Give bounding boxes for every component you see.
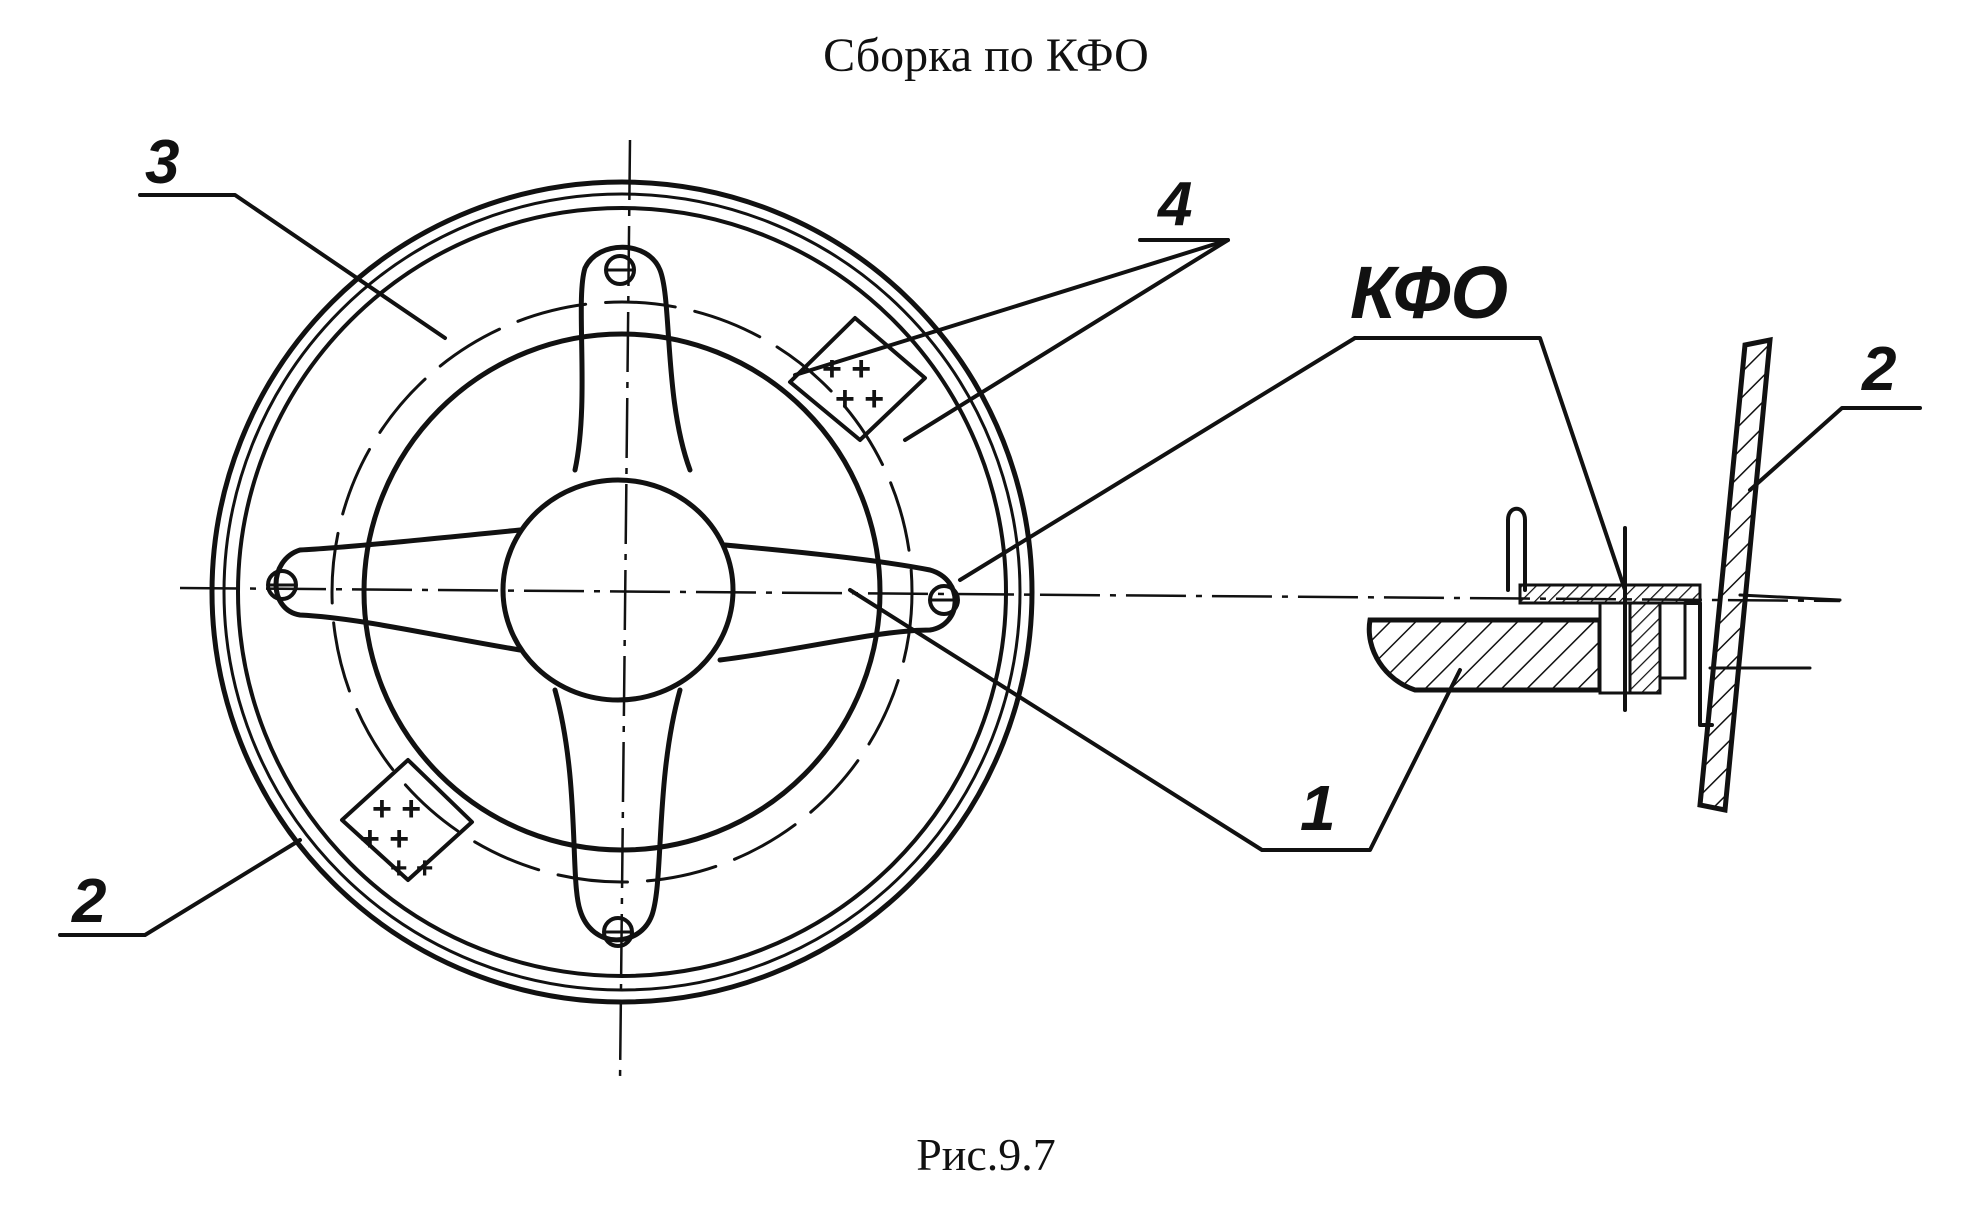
adhesive-pad-upper: + + + + xyxy=(788,316,927,442)
svg-text:+ +: + + xyxy=(360,820,409,858)
callout-part-2-right: 2 xyxy=(1861,335,1896,404)
screw-bottom-icon xyxy=(602,916,634,948)
callout-part-2-left: 2 xyxy=(71,867,106,936)
screw-left-icon xyxy=(266,569,298,601)
callout-part-4: 4 xyxy=(1156,170,1192,239)
svg-text:+ +: + + xyxy=(822,350,871,388)
screw-right-icon xyxy=(928,584,960,616)
adhesive-pad-lower: + + + + + + xyxy=(340,758,474,885)
outer-ring xyxy=(209,179,1035,1005)
figure-title: Сборка по КФО xyxy=(823,29,1149,82)
figure-caption: Рис.9.7 xyxy=(916,1129,1056,1180)
screw-top-icon xyxy=(604,254,636,286)
svg-text:+ +: + + xyxy=(835,380,884,418)
leader-lines xyxy=(58,193,1922,937)
vertical-axis xyxy=(618,139,632,1083)
callout-part-3: 3 xyxy=(145,128,179,197)
svg-text:+ +: + + xyxy=(372,790,421,828)
section-view xyxy=(1366,336,1842,813)
callout-part-1: 1 xyxy=(1300,772,1336,844)
cross-holder xyxy=(266,244,960,948)
svg-text:+ +: + + xyxy=(390,852,433,885)
callout-kfo: КФО xyxy=(1350,251,1508,334)
inner-ring xyxy=(330,300,914,884)
